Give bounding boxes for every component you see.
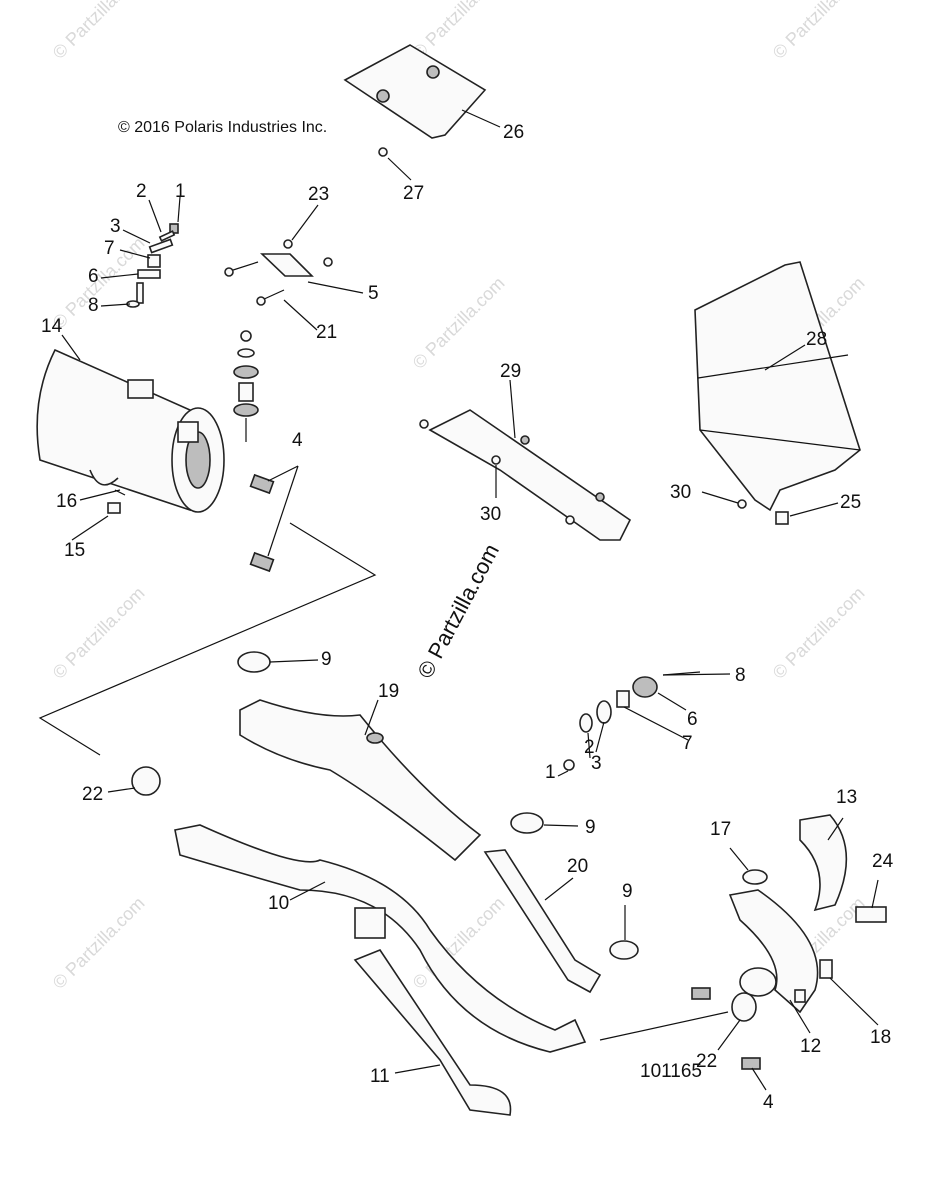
watermark: © Partzilla.com xyxy=(769,0,869,63)
callout-label: 2 xyxy=(136,181,147,202)
callout-label: 2 xyxy=(584,737,595,758)
callout-label: 14 xyxy=(41,316,63,337)
callout-label: 22 xyxy=(696,1051,717,1072)
callout-label: 3 xyxy=(110,216,121,237)
watermark: © Partzilla.com xyxy=(769,583,869,683)
callout-label: 13 xyxy=(836,787,857,808)
watermark: © Partzilla.com xyxy=(49,0,149,63)
callout-label: 27 xyxy=(403,183,424,204)
callout-label: 11 xyxy=(370,1066,390,1087)
callout-label: 30 xyxy=(670,482,691,503)
callout-label: 4 xyxy=(763,1092,774,1113)
o-ring-icon xyxy=(742,869,768,885)
heat-shield-large-icon xyxy=(694,261,861,512)
callout-label: 6 xyxy=(88,266,99,287)
callout-label: 5 xyxy=(368,283,379,304)
isolator-stack-icon xyxy=(233,330,259,442)
callout-label: 29 xyxy=(500,361,521,382)
callout-leader-lines xyxy=(61,109,879,1091)
gasket-ring-icon xyxy=(131,766,161,796)
callout-label: 8 xyxy=(735,665,746,686)
callout-label: 16 xyxy=(56,491,77,512)
callout-labels: 1 2 3 7 6 8 23 5 21 14 4 16 15 26 27 28 … xyxy=(41,122,894,1113)
callout-label: 22 xyxy=(82,784,103,805)
spring-icon xyxy=(741,1057,761,1070)
copyright-text: © 2016 Polaris Industries Inc. xyxy=(118,119,327,136)
callout-label: 28 xyxy=(806,329,827,350)
mount-hardware-stack-icon xyxy=(126,223,179,308)
elbow-flange-icon xyxy=(799,814,848,912)
bracket-icon xyxy=(224,239,333,306)
diagram-number: 101165 xyxy=(640,1061,702,1082)
mount-hardware-stack-icon xyxy=(563,671,701,771)
callout-label: 6 xyxy=(687,709,698,730)
sensor-icon xyxy=(819,959,833,979)
clamp-band-icon xyxy=(855,906,887,923)
callout-label: 4 xyxy=(292,430,303,451)
heat-shield-plate-icon xyxy=(343,44,487,139)
head-pipe-icon xyxy=(174,824,587,1053)
clamp-icon xyxy=(237,651,639,960)
callout-label: 20 xyxy=(567,856,588,877)
callout-label: 10 xyxy=(268,893,289,914)
gasket-ring-icon xyxy=(731,992,757,1022)
bolt-icon xyxy=(794,989,806,1003)
watermark: © Partzilla.com xyxy=(49,233,149,333)
callout-label: 18 xyxy=(870,1027,891,1048)
screw-icon xyxy=(737,499,747,509)
watermark: © Partzilla.com xyxy=(49,583,149,683)
screw-icon xyxy=(419,419,429,429)
spring-icon xyxy=(249,473,275,573)
callout-label: 15 xyxy=(64,540,85,561)
callout-label: 17 xyxy=(710,819,731,840)
callout-label: 7 xyxy=(682,733,693,754)
callout-label: 23 xyxy=(308,184,329,205)
pipe-shield-icon xyxy=(483,849,602,994)
partzilla-watermark: © Partzilla.com xyxy=(412,540,504,683)
callout-label: 30 xyxy=(480,504,501,525)
clip-icon xyxy=(775,511,789,525)
callout-label: 1 xyxy=(175,181,186,202)
assembly-guide-line xyxy=(599,1011,729,1041)
callout-label: 1 xyxy=(545,762,556,783)
callout-label: 7 xyxy=(104,238,115,259)
heat-shield-small-icon xyxy=(428,409,632,541)
elbow-pipe-icon xyxy=(728,889,819,1014)
muffler-icon xyxy=(36,348,225,513)
assembly-guide-line xyxy=(38,522,377,756)
callout-label: 9 xyxy=(585,817,596,838)
callout-label: 24 xyxy=(872,851,894,872)
callout-label: 9 xyxy=(622,881,633,902)
screw-icon xyxy=(565,515,575,525)
nut-icon xyxy=(378,147,388,157)
callout-label: 12 xyxy=(800,1036,821,1057)
screw-icon xyxy=(491,455,501,465)
tailpipe-icon xyxy=(353,949,512,1116)
pipe-flange-icon xyxy=(739,967,777,997)
center-pipe-icon xyxy=(239,699,482,862)
watermark: © Partzilla.com xyxy=(49,893,149,993)
callout-label: 9 xyxy=(321,649,332,670)
callout-label: 19 xyxy=(378,681,399,702)
callout-label: 25 xyxy=(840,492,861,513)
callout-label: 26 xyxy=(503,122,524,143)
plug-icon xyxy=(107,502,121,514)
watermark: © Partzilla.com xyxy=(409,273,509,373)
spring-icon xyxy=(691,987,711,1000)
callout-label: 3 xyxy=(591,753,602,774)
callout-label: 21 xyxy=(316,322,337,343)
callout-label: 8 xyxy=(88,295,99,316)
